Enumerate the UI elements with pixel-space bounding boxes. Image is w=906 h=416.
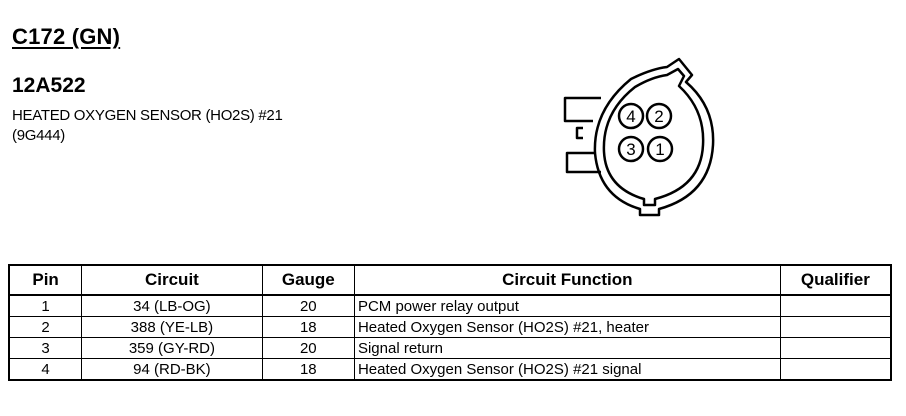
lower-latch-bracket bbox=[565, 151, 601, 174]
header-qualifier: Qualifier bbox=[779, 264, 892, 296]
description-line-1: HEATED OXYGEN SENSOR (HO2S) #21 bbox=[12, 107, 283, 124]
pin-label: 3 bbox=[626, 140, 635, 159]
connector-id: C172 (GN) bbox=[12, 24, 121, 49]
table-row: 1 34 (LB-OG) 20 PCM power relay output bbox=[8, 294, 892, 317]
table-row: 4 94 (RD-BK) 18 Heated Oxygen Sensor (HO… bbox=[8, 358, 892, 381]
connector-face-diagram: 4 2 3 1 bbox=[563, 57, 715, 217]
table-row: 2 388 (YE-LB) 18 Heated Oxygen Sensor (H… bbox=[8, 316, 892, 338]
part-number: 12A522 bbox=[12, 74, 86, 97]
connector-housing-outline bbox=[593, 57, 715, 217]
cell-circuit: 359 (GY-RD) bbox=[81, 337, 263, 359]
cell-function: Signal return bbox=[353, 337, 781, 359]
connector-description: HEATED OXYGEN SENSOR (HO2S) #21 (9G444) bbox=[12, 106, 283, 146]
cell-function: PCM power relay output bbox=[353, 294, 781, 317]
cell-pin: 1 bbox=[8, 294, 83, 317]
table-row: 3 359 (GY-RD) 20 Signal return bbox=[8, 337, 892, 359]
cell-circuit: 388 (YE-LB) bbox=[81, 316, 263, 338]
cell-gauge: 20 bbox=[261, 294, 355, 317]
cell-qualifier bbox=[779, 358, 892, 381]
pin-cavities: 4 2 3 1 bbox=[617, 102, 674, 163]
description-line-2: (9G444) bbox=[12, 127, 65, 144]
cell-pin: 3 bbox=[8, 337, 83, 359]
cell-function: Heated Oxygen Sensor (HO2S) #21 signal bbox=[353, 358, 781, 381]
cell-pin: 4 bbox=[8, 358, 83, 381]
cell-circuit: 34 (LB-OG) bbox=[81, 294, 263, 317]
cell-gauge: 20 bbox=[261, 337, 355, 359]
pin-label: 2 bbox=[654, 107, 663, 126]
header-circuit: Circuit bbox=[81, 264, 263, 296]
cell-function: Heated Oxygen Sensor (HO2S) #21, heater bbox=[353, 316, 781, 338]
middle-latch-tab bbox=[575, 126, 583, 140]
table-header-row: Pin Circuit Gauge Circuit Function Quali… bbox=[8, 264, 892, 296]
connector-inner-ring bbox=[602, 67, 705, 207]
header-pin: Pin bbox=[8, 264, 83, 296]
pin-cavity-2: 2 bbox=[645, 102, 673, 130]
pinout-table: Pin Circuit Gauge Circuit Function Quali… bbox=[8, 264, 892, 381]
cell-gauge: 18 bbox=[261, 316, 355, 338]
pin-label: 1 bbox=[655, 140, 664, 159]
pin-cavity-4: 4 bbox=[617, 102, 645, 130]
cell-circuit: 94 (RD-BK) bbox=[81, 358, 263, 381]
cell-qualifier bbox=[779, 316, 892, 338]
pin-cavity-1: 1 bbox=[646, 135, 674, 163]
header-circuit-function: Circuit Function bbox=[353, 264, 781, 296]
cell-pin: 2 bbox=[8, 316, 83, 338]
pin-label: 4 bbox=[626, 107, 635, 126]
cell-qualifier bbox=[779, 294, 892, 317]
cell-qualifier bbox=[779, 337, 892, 359]
pin-cavity-3: 3 bbox=[617, 135, 645, 163]
cell-gauge: 18 bbox=[261, 358, 355, 381]
upper-latch-bracket bbox=[563, 96, 601, 123]
header-gauge: Gauge bbox=[261, 264, 355, 296]
